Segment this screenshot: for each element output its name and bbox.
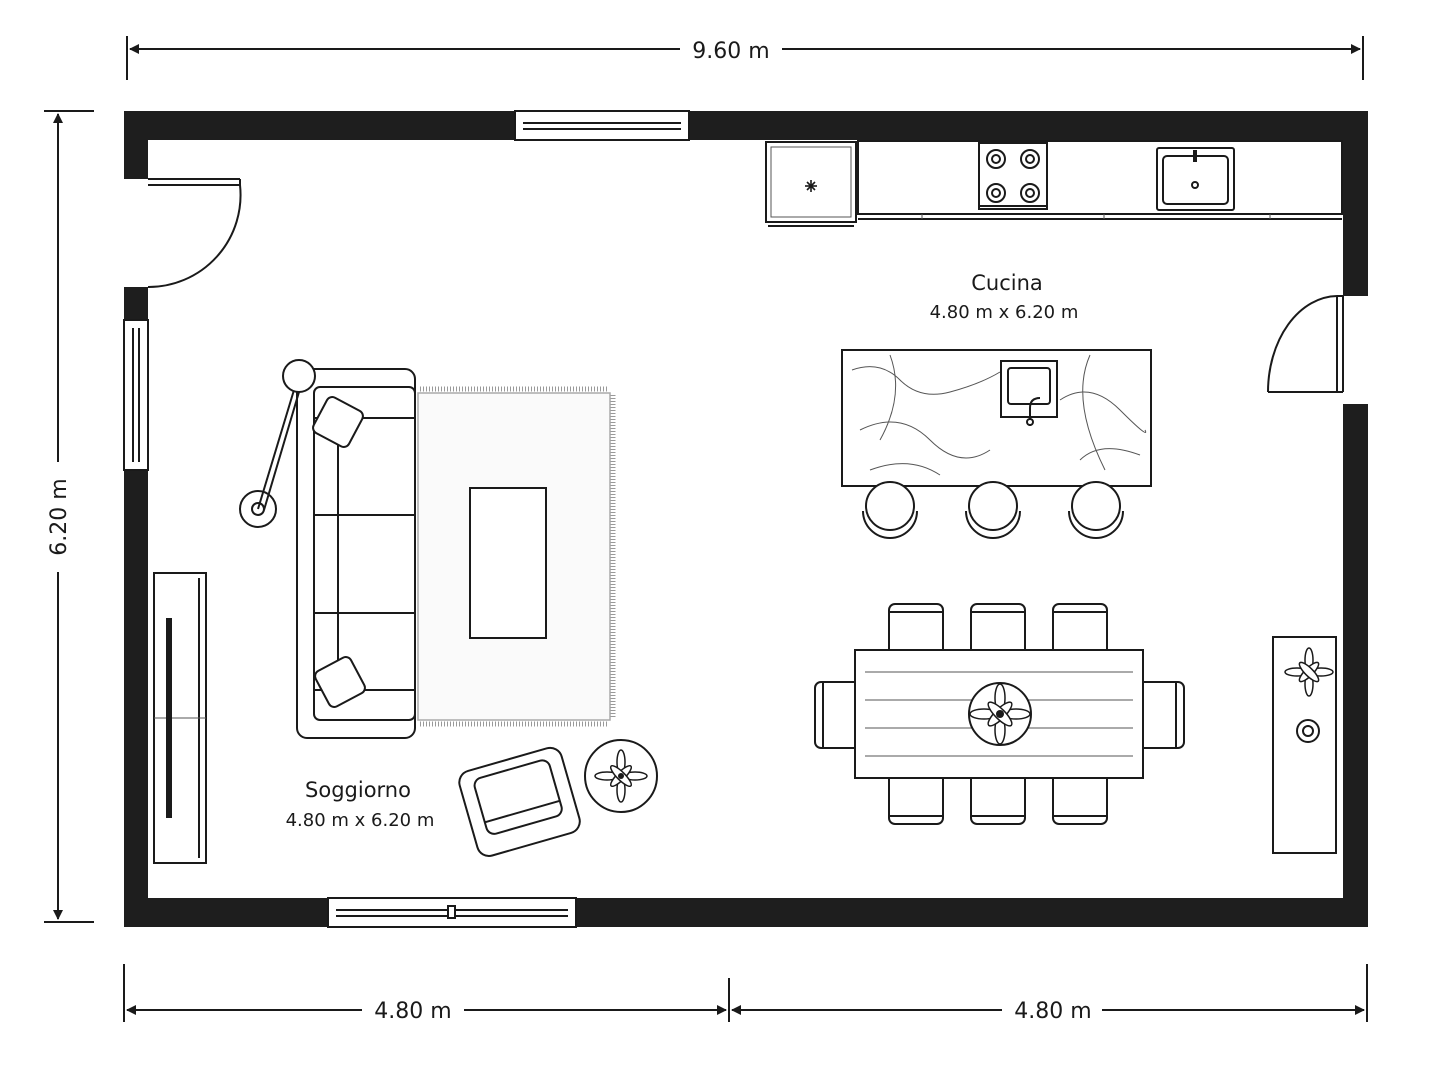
refrigerator	[765, 141, 857, 227]
walls	[124, 111, 1368, 927]
dining-table	[854, 649, 1144, 779]
floor-lamp	[239, 359, 316, 528]
plant-icon	[1284, 647, 1334, 697]
tv-cabinet	[153, 572, 207, 864]
kitchen-island	[841, 349, 1152, 487]
kitchen-size-label: 4.80 m x 6.20 m	[930, 302, 1079, 323]
bar-stool	[1068, 481, 1124, 539]
side-table	[584, 739, 658, 813]
snowflake-icon	[805, 180, 817, 192]
dimension-total-height: 6.20 m	[47, 478, 72, 555]
dimension-left-segment: 4.80 m	[374, 999, 451, 1024]
rug	[417, 386, 616, 727]
kitchen-sink	[1156, 147, 1235, 211]
bar-stool	[862, 481, 918, 539]
kitchen-label: Cucina	[971, 271, 1043, 295]
dining-chair	[970, 603, 1026, 657]
living-room-size-label: 4.80 m x 6.20 m	[286, 810, 435, 831]
dimension-bottom: 4.80 m 4.80 m	[123, 964, 1368, 1024]
dining-chair	[1052, 771, 1108, 825]
armchair	[458, 746, 581, 857]
window-top	[514, 110, 690, 141]
dimension-top: 9.60 m	[126, 36, 1364, 80]
dimension-right-segment: 4.80 m	[1014, 999, 1091, 1024]
dining-chair	[888, 603, 944, 657]
sideboard	[1272, 636, 1337, 854]
window-bottom	[327, 897, 577, 928]
coffee-table	[469, 487, 547, 639]
dining-chair	[970, 771, 1026, 825]
dimension-total-width: 9.60 m	[692, 39, 769, 64]
dining-chair	[1052, 603, 1108, 657]
island-sink	[1000, 360, 1058, 426]
door-right	[1267, 295, 1344, 393]
dining-chair	[888, 771, 944, 825]
door-left	[147, 178, 242, 289]
dimension-left: 6.20 m	[44, 110, 94, 923]
cushion	[314, 656, 366, 708]
living-room-label: Soggiorno	[305, 778, 411, 802]
bar-stools	[862, 481, 1124, 539]
centerpiece-plant-icon	[968, 682, 1032, 746]
bar-stool	[965, 481, 1021, 539]
window-left	[123, 319, 149, 471]
sofa	[296, 368, 416, 739]
cooktop	[978, 142, 1048, 210]
cushion	[312, 396, 364, 448]
kitchen-counter	[857, 140, 1343, 220]
